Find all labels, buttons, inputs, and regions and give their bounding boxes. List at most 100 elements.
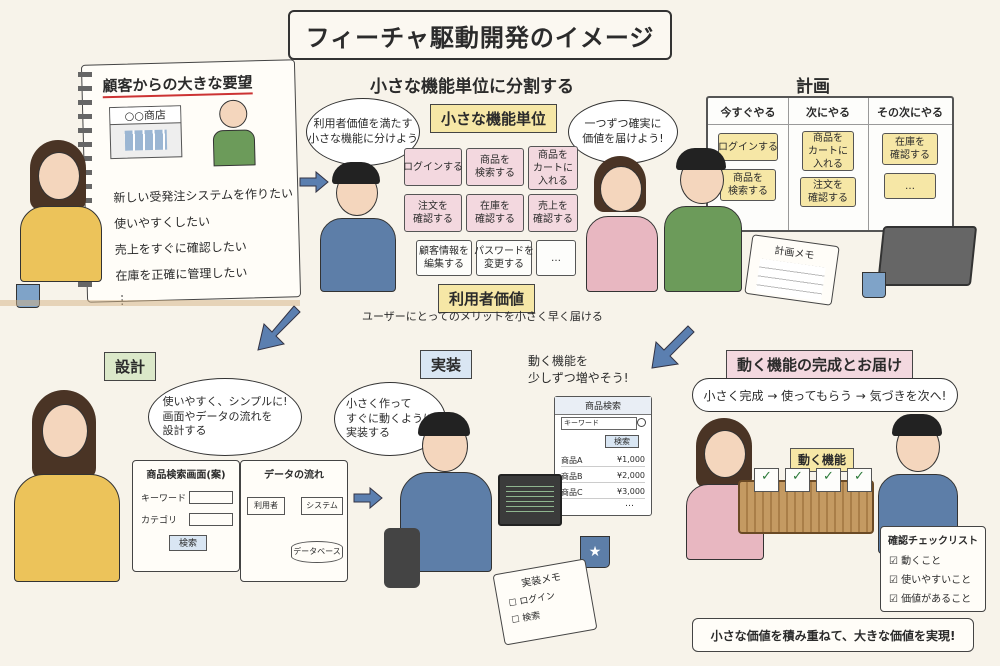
- plan-card-label: ログインする: [718, 141, 778, 153]
- plan-card: 注文を 確認する: [800, 177, 856, 207]
- bubble-design: 使いやすく、シンプルに! 画面やデータの流れを 設計する: [148, 378, 302, 456]
- check-card-icon: ✓: [816, 468, 841, 492]
- desk-surface: [0, 300, 300, 306]
- checkbox-checked-icon: ☑: [889, 575, 898, 586]
- planner-man-figure: [660, 146, 744, 292]
- bubble-implement-text: 小さく作って すぐに動くように 実装する: [346, 396, 434, 440]
- product-more: …: [625, 499, 634, 509]
- bubble-design-text: 使いやすく、シンプルに! 画面やデータの流れを 設計する: [162, 394, 288, 438]
- feature-card-label: ログインする: [403, 161, 463, 173]
- feature-card-label: 商品を カートに 入れる: [533, 149, 573, 187]
- shopkeeper-figure: [211, 99, 257, 167]
- category-select-sketch: [189, 513, 233, 526]
- implementation-memo: 実装メモ ☐ ログイン ☐ 検索: [492, 558, 598, 646]
- feature-card-label: パスワードを 変更する: [474, 246, 534, 270]
- plan-heading: 計画: [796, 77, 830, 97]
- laptop-icon: [498, 474, 562, 526]
- product-price: ¥1,000: [617, 455, 645, 464]
- bubble-delivery-text: 小さく完成 → 使ってもらう → 気づきを次へ!: [703, 388, 947, 403]
- customer-woman-figure: [14, 140, 104, 282]
- search-input-placeholder: キーワード: [564, 419, 599, 427]
- search-button[interactable]: 検索: [605, 435, 639, 448]
- feature-card-label: …: [551, 252, 561, 264]
- checklist-item-text: 使いやすいこと: [901, 575, 972, 586]
- feature-card: …: [536, 240, 576, 276]
- product-row: 商品C ¥3,000: [561, 487, 645, 499]
- developer-boy-figure: [316, 160, 396, 292]
- arrow-right-icon: [353, 486, 383, 510]
- plan-card: …: [884, 173, 936, 199]
- plan-column-title: その次にやる: [868, 98, 952, 125]
- user-value-caption: ユーザーにとってのメリットを小さく早く届ける: [362, 310, 603, 323]
- check-card-icon: ✓: [847, 468, 872, 492]
- plan-card-label: …: [905, 180, 915, 192]
- product-row: 商品B¥2,000: [561, 471, 645, 483]
- memo-item-text: ログイン: [518, 591, 556, 608]
- search-icon: [637, 418, 646, 427]
- page-title: フィーチャ駆動開発のイメージ: [288, 10, 672, 60]
- bubble-split-right: 一つずつ確実に 価値を届けよう!: [568, 100, 678, 164]
- delivery-label: 動く機能の完成とお届け: [726, 350, 914, 379]
- search-input[interactable]: キーワード: [561, 417, 637, 430]
- search-button-sketch: 検索: [169, 535, 207, 551]
- flow-user-node: 利用者: [247, 497, 285, 515]
- plan-whiteboard: 今すぐやる ログインする 商品を 検索する 次にやる 商品を カートに 入れる …: [706, 96, 954, 232]
- requirements-heading: 顧客からの大きな要望: [102, 71, 253, 99]
- requirement-item: 使いやすくしたい: [113, 214, 211, 232]
- product-name: 商品A: [561, 456, 583, 465]
- plan-column: その次にやる 在庫を 確認する …: [868, 98, 952, 230]
- plan-card-label: 商品を 検索する: [728, 173, 768, 197]
- feature-card-label: 注文を 確認する: [413, 201, 453, 225]
- arrow-down-left-icon: [257, 305, 301, 351]
- checklist-item: ☑ 価値があること: [889, 590, 977, 605]
- feature-card: 商品を カートに 入れる: [528, 146, 578, 190]
- confirmation-checklist: 確認チェックリスト ☑ 動くこと ☑ 使いやすいこと ☑ 価値があること: [880, 526, 986, 612]
- chair-icon: [384, 528, 420, 588]
- increase-caption: 動く機能を 少しずつ増やそう!: [528, 352, 629, 386]
- plan-column: 今すぐやる ログインする 商品を 検索する: [708, 98, 789, 230]
- checkbox-checked-icon: ☑: [889, 556, 898, 567]
- feature-card: 注文を 確認する: [404, 194, 462, 232]
- arrow-right-icon: [299, 170, 329, 194]
- requirement-item: 新しい受発注システムを作りたい: [113, 186, 294, 206]
- requirement-item: 在庫を正確に管理したい: [115, 265, 248, 284]
- arrow-down-left-icon: [651, 325, 695, 369]
- implement-label: 実装: [420, 350, 473, 379]
- developer-girl-figure: [582, 156, 658, 292]
- requirements-list: 新しい受発注システムを作りたい 使いやすくしたい 売上をすぐに確認したい 在庫を…: [113, 184, 296, 307]
- checkbox-checked-icon: ☑: [889, 594, 898, 605]
- feature-card: パスワードを 変更する: [474, 240, 534, 276]
- checklist-item-text: 価値があること: [901, 594, 972, 605]
- user-value-label: 利用者価値: [438, 284, 536, 313]
- mug-icon: [862, 272, 886, 298]
- plan-card-label: 在庫を 確認する: [890, 137, 930, 161]
- app-window-title: 商品検索: [555, 397, 651, 415]
- feature-card-label: 顧客情報を 編集する: [419, 246, 469, 270]
- split-heading: 小さな機能単位に分割する: [370, 77, 574, 97]
- bubble-delivery: 小さく完成 → 使ってもらう → 気づきを次へ!: [692, 378, 958, 412]
- feature-card-label: 売上を 確認する: [533, 201, 573, 225]
- bubble-split-left: 利用者価値を満たす 小さな機能に分けよう: [306, 98, 420, 166]
- keyword-label: キーワード: [141, 494, 187, 504]
- product-name: 商品B: [561, 472, 583, 481]
- plan-column-title: 今すぐやる: [708, 98, 788, 125]
- shop-sign: ○○商店: [110, 106, 181, 126]
- bubble-split-right-text: 一つずつ確実に 価値を届けよう!: [582, 117, 664, 145]
- plan-card: 商品を カートに 入れる: [802, 131, 854, 171]
- plan-card: 商品を 検索する: [720, 169, 776, 201]
- plan-memo: 計画メモ: [744, 234, 840, 306]
- memo-item-text: 検索: [521, 611, 542, 625]
- delivery-basket: ✓ ✓ ✓ ✓: [738, 468, 874, 534]
- design-screen-sketch: 商品検索画面(案) キーワード カテゴリ 検索: [132, 460, 240, 572]
- check-card-icon: ✓: [754, 468, 779, 492]
- checklist-item-text: 動くこと: [901, 556, 942, 567]
- product-name: 商品C: [561, 488, 583, 497]
- feature-card: 商品を 検索する: [466, 148, 524, 186]
- product-row: 商品A ¥1,000: [561, 455, 645, 467]
- plan-card: 在庫を 確認する: [882, 133, 938, 165]
- plan-card-label: 注文を 確認する: [808, 180, 848, 204]
- product-price: ¥3,000: [617, 487, 645, 496]
- flow-database-node: データベース: [291, 541, 343, 563]
- plan-column: 次にやる 商品を カートに 入れる 注文を 確認する: [788, 98, 869, 230]
